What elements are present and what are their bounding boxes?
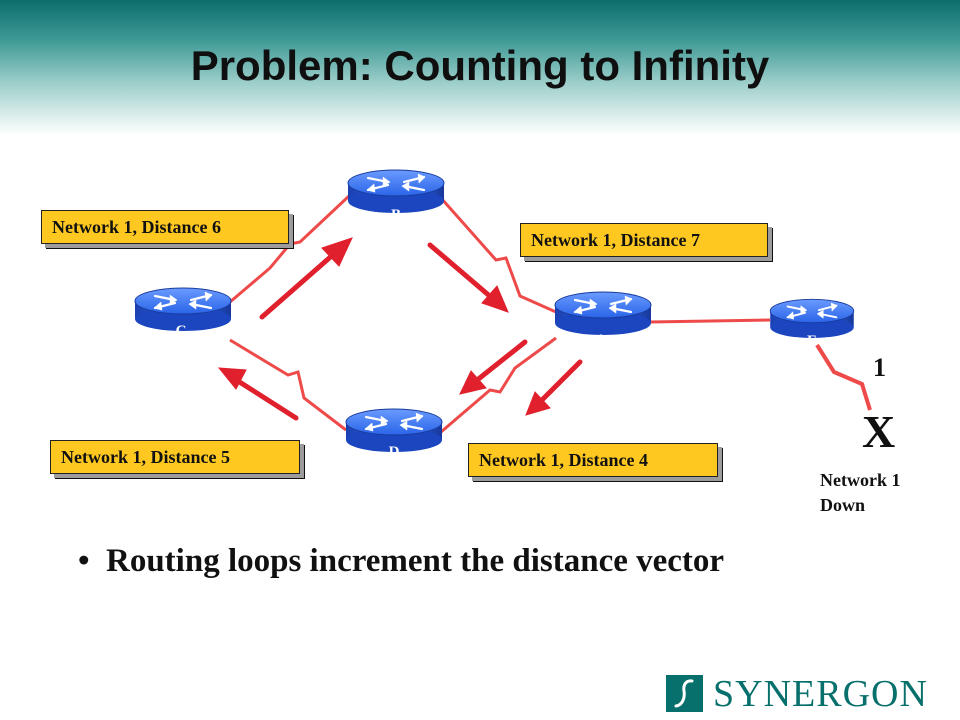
link-e-network [815, 343, 872, 411]
bullet-point: • Routing loops increment the distance ve… [78, 543, 724, 580]
link-c-d [229, 338, 347, 432]
synergon-logo-text: SYNERGON [713, 673, 928, 715]
router-b-label: B [391, 207, 401, 223]
callout-b-to-a: Network 1, Distance 7 [520, 223, 768, 257]
link-failure-mark: X [862, 406, 896, 457]
router-a: A [553, 290, 653, 348]
link-d-a [440, 336, 557, 434]
arrow-b-to-a [427, 242, 509, 313]
router-c: C [133, 286, 233, 339]
callout-d-to-c: Network 1, Distance 5 [50, 440, 300, 474]
router-d: D [344, 407, 444, 460]
router-e: E [769, 298, 855, 349]
link-a-e [649, 318, 771, 324]
router-b: B [346, 168, 446, 223]
network-status-line1: Network 1 [820, 470, 901, 490]
arrow-a-to-d [459, 339, 528, 395]
link-b-a [439, 197, 557, 314]
arrow-d-to-c [217, 367, 299, 421]
callout-c-to-b: Network 1, Distance 6 [41, 210, 289, 244]
network-status-line2: Down [820, 495, 866, 515]
slide-title: Problem: Counting to Infinity [190, 42, 770, 89]
arrow-c-to-b [259, 237, 353, 320]
network-status: Network 1 Down [820, 468, 940, 518]
link-b-c [229, 194, 351, 304]
router-e-label: E [807, 333, 817, 349]
synergon-logo-icon [666, 675, 703, 712]
router-a-label: A [596, 332, 607, 348]
bullet-text: Routing loops increment the distance vec… [106, 543, 725, 579]
bullet-dot-icon: • [78, 543, 90, 579]
router-d-label: D [389, 444, 400, 460]
header-band [0, 0, 960, 135]
router-c-label: C [176, 323, 187, 339]
callout-a-to-d: Network 1, Distance 4 [468, 443, 718, 477]
arrow-a-to-d-2 [525, 359, 583, 416]
hop-count-label: 1 [873, 353, 886, 382]
